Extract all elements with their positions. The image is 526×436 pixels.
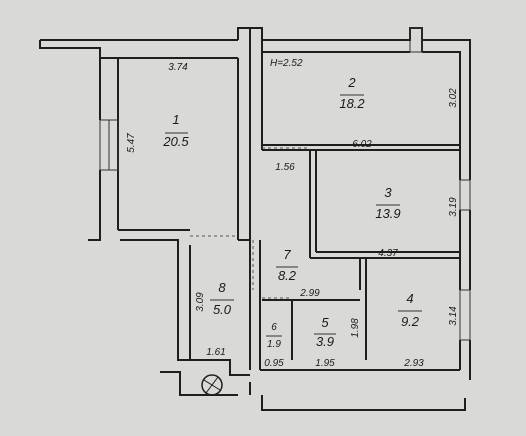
room-3-area: 13.9: [375, 206, 400, 221]
room-2-area: 18.2: [339, 96, 365, 111]
room-2-number: 2: [347, 75, 356, 90]
dim-room4-bottom: 2.93: [403, 358, 424, 369]
dim-room5-bottom: 1.95: [315, 358, 335, 369]
dim-room8-height: 3.09: [195, 292, 206, 312]
dim-room1-width: 3.74: [168, 62, 188, 73]
dim-room5-top: 2.99: [299, 288, 320, 299]
windows: [99, 27, 471, 341]
room-1-number: 1: [172, 112, 179, 127]
vent-icon: [201, 374, 223, 396]
ceiling-height-label: H=2.52: [270, 58, 303, 69]
room-8-number: 8: [218, 280, 226, 295]
dim-room4-right: 3.14: [448, 306, 459, 326]
room-4-area: 9.2: [401, 314, 420, 329]
window-room3: [459, 179, 471, 211]
room-6-area: 1.9: [267, 339, 281, 350]
dim-room8-bottom: 1.61: [206, 347, 225, 358]
room-4-number: 4: [406, 291, 413, 306]
dim-room1-height: 5.47: [126, 133, 137, 153]
room-3-number: 3: [384, 185, 392, 200]
dim-room2-right: 3.02: [448, 88, 459, 108]
stairwell-fixture: [201, 374, 223, 396]
room-5-area: 3.9: [316, 334, 334, 349]
dim-room7-left: 1.56: [275, 162, 295, 173]
dim-room3-right: 3.19: [448, 197, 459, 217]
room-7-area: 8.2: [278, 268, 297, 283]
room-8-area: 5.0: [213, 302, 232, 317]
room-7-number: 7: [283, 247, 291, 262]
window-room4: [459, 289, 471, 341]
room-5-number: 5: [321, 315, 329, 330]
dim-room5-right: 1.98: [350, 318, 361, 338]
doors: [190, 147, 310, 299]
dim-room2-3-divider: 6.02: [352, 139, 372, 150]
dim-room6-bottom: 0.95: [264, 358, 284, 369]
window-top: [409, 27, 423, 53]
room-6-number: 6: [271, 322, 277, 333]
dim-room3-bottom: 4.37: [378, 248, 398, 259]
room-1-area: 20.5: [162, 134, 189, 149]
